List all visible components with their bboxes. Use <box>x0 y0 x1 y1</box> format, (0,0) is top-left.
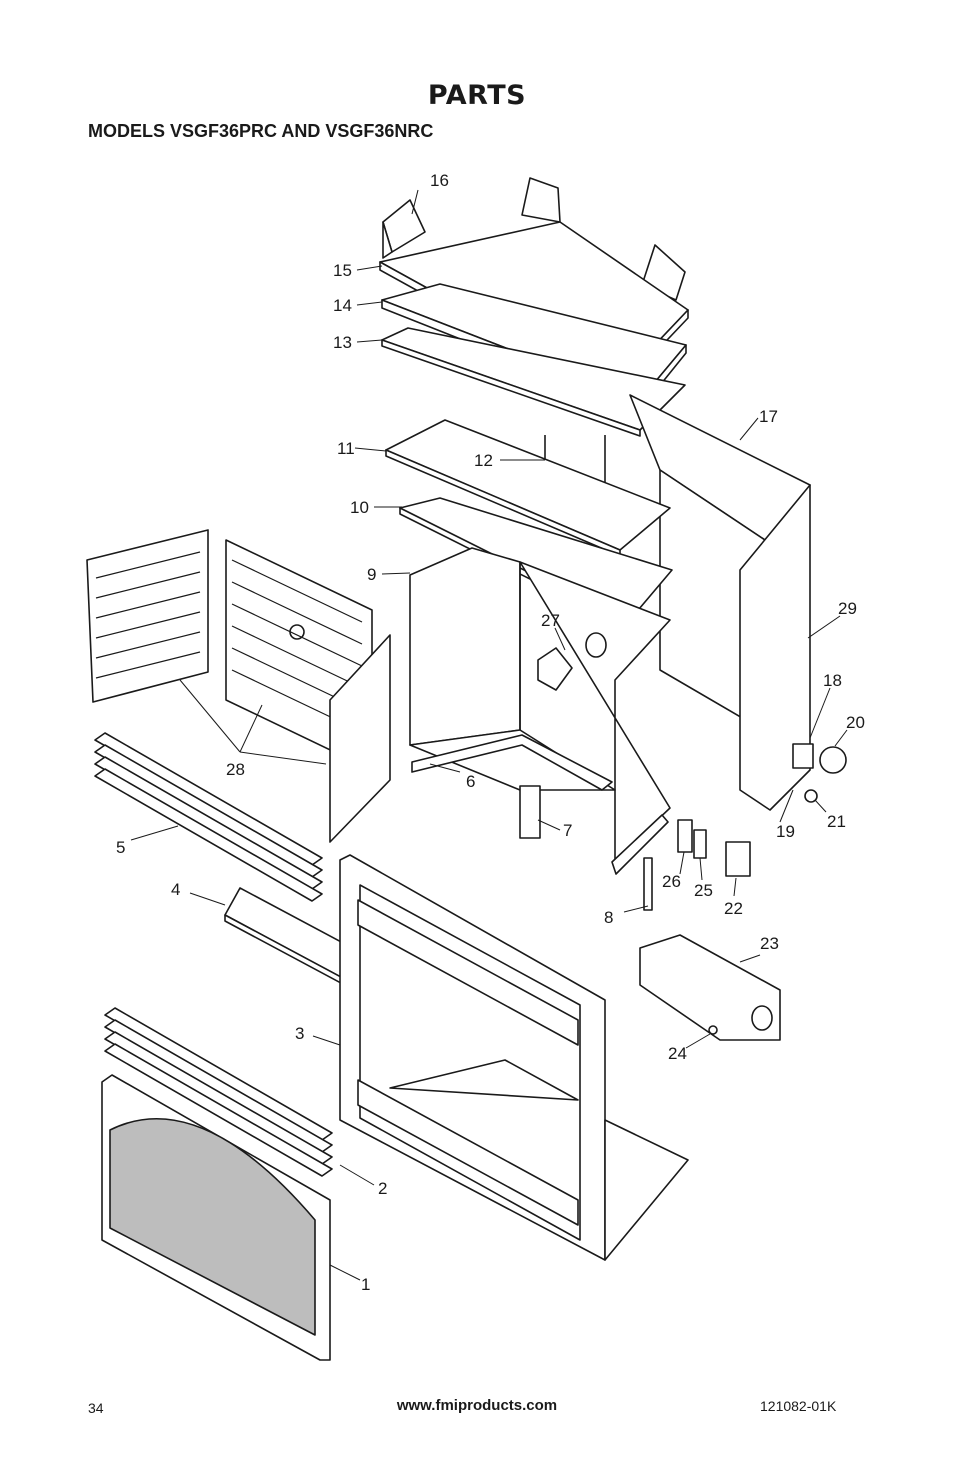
page-number: 34 <box>88 1400 104 1416</box>
callout-21: 21 <box>827 812 846 831</box>
callout-18: 18 <box>823 671 842 690</box>
page-title: PARTS <box>427 80 527 111</box>
firebox-part <box>410 548 670 860</box>
lower-louver-part <box>105 1008 332 1176</box>
blower-part <box>640 935 780 1040</box>
models-subtitle: MODELS VSGF36PRC AND VSGF36NRC <box>88 121 434 141</box>
callout-12: 12 <box>474 451 493 470</box>
callout-15: 15 <box>333 261 352 280</box>
callout-9: 9 <box>367 565 377 584</box>
callout-25: 25 <box>694 881 713 900</box>
bottom-rail-part <box>412 735 612 790</box>
heat-shield-part <box>382 328 685 436</box>
callout-6: 6 <box>466 772 476 791</box>
outer-casing-part <box>545 395 810 810</box>
switch-plate-part <box>678 820 692 852</box>
side-liner-part <box>226 540 390 842</box>
rail-bracket-part <box>612 815 668 874</box>
callout-8: 8 <box>604 908 614 927</box>
glass-door-part <box>102 1075 330 1360</box>
document-number: 121082-01K <box>760 1398 837 1414</box>
callout-29: 29 <box>838 599 857 618</box>
callout-27: 27 <box>541 611 560 630</box>
gasket-part <box>820 747 846 773</box>
callout-19: 19 <box>776 822 795 841</box>
callout-7: 7 <box>563 821 573 840</box>
cover-plate-part <box>793 744 813 768</box>
callout-13: 13 <box>333 333 352 352</box>
leader-lines <box>131 190 847 1280</box>
callout-23: 23 <box>760 934 779 953</box>
website-link[interactable]: www.fmiproducts.com <box>396 1397 558 1414</box>
callout-11: 11 <box>337 439 355 458</box>
junction-box-part <box>726 842 750 876</box>
screw-part <box>709 1026 717 1034</box>
knockout-part <box>805 790 817 802</box>
callout-20: 20 <box>846 713 865 732</box>
callout-28: 28 <box>226 760 245 779</box>
callout-1: 1 <box>361 1275 371 1294</box>
callout-14: 14 <box>333 296 352 315</box>
callout-3: 3 <box>295 1024 305 1043</box>
callout-22: 22 <box>724 899 743 918</box>
callout-4: 4 <box>171 880 181 899</box>
strap-part <box>644 858 652 910</box>
back-liner-part <box>87 530 208 702</box>
bracket-part <box>520 786 540 838</box>
callout-16: 16 <box>430 171 449 190</box>
callout-5: 5 <box>116 838 126 857</box>
switch-part <box>694 830 706 858</box>
callout-24: 24 <box>668 1044 687 1063</box>
callout-2: 2 <box>378 1179 388 1198</box>
callout-17: 17 <box>759 407 778 426</box>
front-frame-part <box>340 855 688 1260</box>
callout-10: 10 <box>350 498 369 517</box>
upper-louver-part <box>95 733 322 901</box>
callout-26: 26 <box>662 872 681 891</box>
